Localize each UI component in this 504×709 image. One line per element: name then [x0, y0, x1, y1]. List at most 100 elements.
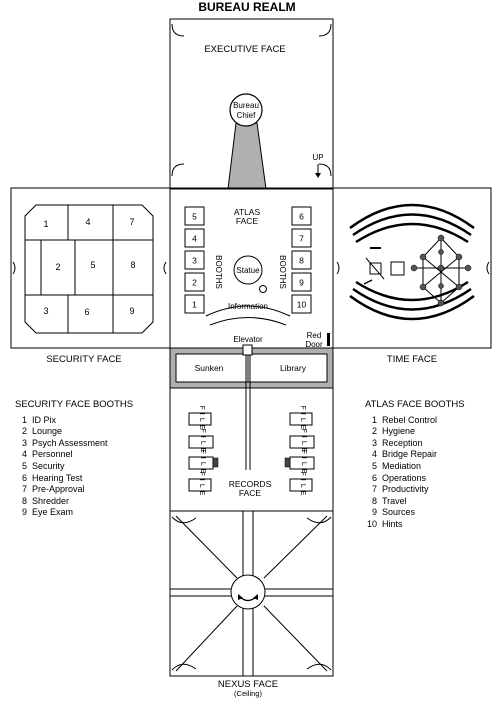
atlas-booth-left-3[interactable] [184, 250, 205, 270]
legend-item-label: Lounge [32, 426, 63, 437]
nexus-face: NEXUS FACE (Ceiling) [169, 510, 334, 698]
legend-item-number: 3 [371, 437, 377, 448]
security-room-1[interactable]: 1 [43, 219, 48, 229]
records-face-label-1: RECORDS [229, 479, 272, 489]
atlas-booth-number: 7 [299, 234, 304, 244]
atlas-booth-number: 6 [299, 212, 304, 222]
legend-item-number: 7 [371, 484, 377, 495]
legend-item-number: 4 [371, 449, 377, 460]
atlas-booth-left-2[interactable] [184, 228, 205, 248]
legend-item-label: Hygiene [382, 426, 416, 437]
security-room-9[interactable]: 9 [129, 306, 134, 316]
legend-item-number: 3 [21, 437, 27, 448]
legend-item: 10 Hints [365, 519, 465, 531]
legend-item-number: 8 [21, 495, 27, 506]
legend-item: 6 Hearing Test [15, 473, 133, 485]
file-handle-right [284, 457, 291, 468]
time-arcs [349, 203, 475, 321]
atlas-booth-left-5[interactable] [184, 294, 205, 314]
file-cabinet-right-1[interactable] [289, 412, 313, 426]
elevator[interactable] [242, 344, 253, 356]
security-room-4[interactable]: 4 [85, 217, 90, 227]
atlas-booth-right-5[interactable] [291, 294, 312, 314]
library-label[interactable]: Library [280, 363, 307, 373]
legend-item-number: 2 [21, 426, 27, 437]
security-room-2[interactable]: 2 [55, 262, 60, 272]
legend-item-number: 2 [371, 426, 377, 437]
file-label: FILE [199, 450, 206, 477]
file-label: FILE [299, 472, 306, 499]
atlas-booth-number: 4 [192, 234, 197, 244]
bureau-chief-room[interactable] [229, 93, 263, 127]
legend-item-label: Security [32, 460, 65, 471]
file-cabinet-left-1[interactable] [188, 412, 212, 426]
security-room-6[interactable]: 6 [84, 307, 89, 317]
file-cabinet-left-2[interactable] [188, 435, 214, 449]
executive-corridor [227, 122, 267, 190]
statue[interactable] [233, 255, 263, 285]
legend-item-number: 10 [366, 518, 377, 529]
time-box-crossed[interactable] [369, 262, 382, 275]
legend-item-label: Eye Exam [32, 507, 74, 518]
nexus-face-label: NEXUS FACE [218, 679, 278, 690]
legend-item-label: Travel [382, 495, 407, 506]
legend-item-label: Shredder [32, 495, 70, 506]
atlas-booth-left-1[interactable] [184, 206, 205, 226]
elevator-label: Elevator [233, 335, 263, 344]
file-label: FILE [198, 406, 205, 433]
legend-item-label: Mediation [382, 460, 422, 471]
atlas-booth-right-3[interactable] [291, 250, 312, 270]
security-room-3[interactable]: 3 [43, 306, 48, 316]
file-label: FILE [300, 429, 307, 456]
atlas-booth-number: 5 [192, 212, 197, 222]
atlas-booth-left-4[interactable] [184, 272, 205, 292]
statue-label: Statue [236, 266, 260, 275]
legend-item-number: 6 [21, 472, 27, 483]
legend-item-number: 7 [21, 484, 27, 495]
atlas-booth-right-2[interactable] [291, 228, 312, 248]
security-room-8[interactable]: 8 [130, 260, 135, 270]
red-door[interactable] [327, 333, 330, 346]
legend-item-label: Hearing Test [32, 472, 83, 483]
red-door-label-1: Red [307, 331, 322, 340]
atlas-booth-right-1[interactable] [291, 206, 312, 226]
executive-face-label: EXECUTIVE FACE [204, 44, 285, 55]
security-room-5[interactable]: 5 [90, 260, 95, 270]
time-face: TIME FACE [349, 203, 475, 365]
booths-right-label: BOOTHS [278, 255, 287, 289]
legend-item-label: Psych Assessment [32, 437, 108, 448]
information-desk[interactable] [205, 305, 291, 317]
file-cabinet-left-4[interactable] [188, 478, 212, 492]
legend-item-label: Operations [382, 472, 427, 483]
nexus-hub[interactable] [230, 574, 266, 610]
executive-face: EXECUTIVE FACE Bureau Chief UP [169, 18, 334, 190]
security-room-7[interactable]: 7 [129, 217, 134, 227]
time-box[interactable] [390, 261, 405, 276]
atlas-face-label-2: FACE [236, 216, 259, 226]
red-door-label-2: Door [305, 340, 323, 349]
legend-item-number: 9 [371, 507, 377, 518]
legend-item-number: 5 [21, 460, 27, 471]
legend-item-number: 6 [371, 472, 377, 483]
sunken-label[interactable]: Sunken [195, 363, 224, 373]
legend-item: 3 Psych Assessment [15, 438, 133, 450]
legend-item-number: 1 [21, 414, 27, 425]
file-label: FILE [198, 472, 205, 499]
legend-item-label: Hints [382, 518, 403, 529]
legend-item-number: 5 [371, 460, 377, 471]
atlas-booth-number: 3 [192, 256, 197, 266]
file-cabinet-right-2[interactable] [289, 435, 315, 449]
file-cabinet-right-4[interactable] [289, 478, 313, 492]
security-face: 1 2 3 4 5 6 7 8 9 SECURITY FACE [24, 204, 154, 365]
atlas-booth-right-4[interactable] [291, 272, 312, 292]
legend-item: 6 Operations [365, 473, 465, 485]
up-arrow-icon [315, 164, 321, 178]
records-face-label-2: FACE [239, 488, 262, 498]
